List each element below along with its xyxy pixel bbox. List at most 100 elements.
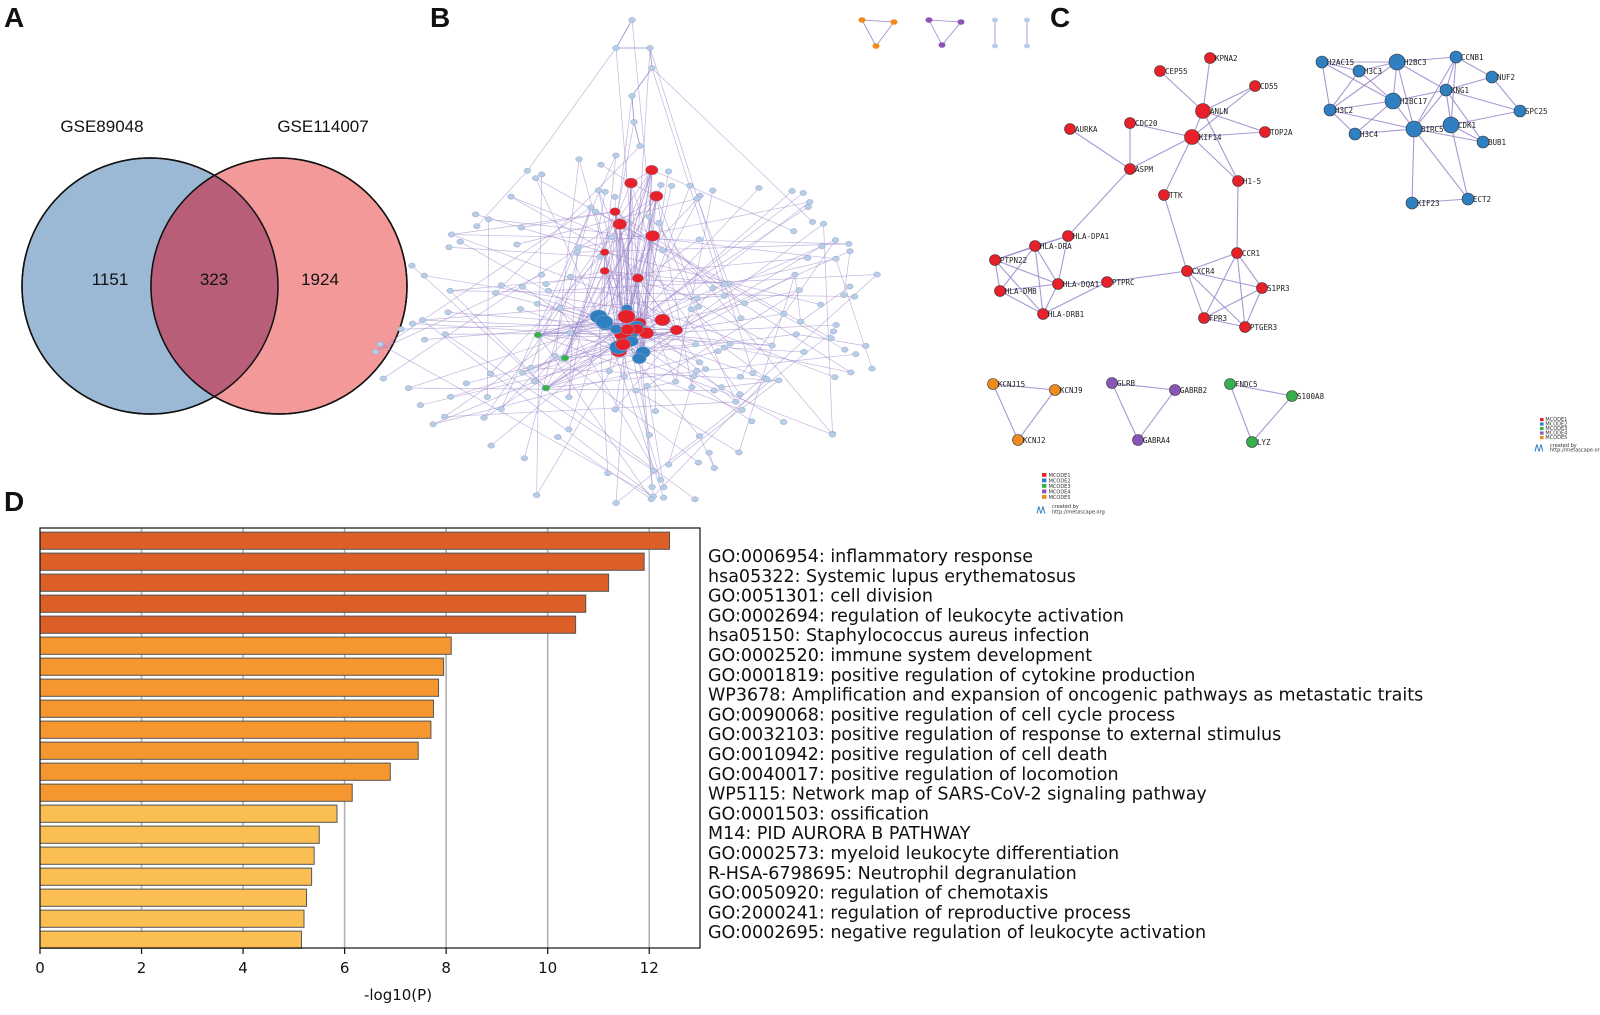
network-node [533, 300, 542, 307]
network-node [686, 182, 694, 189]
network-node [518, 283, 527, 290]
network-node [379, 375, 387, 382]
network-node [804, 204, 812, 210]
network-node [755, 185, 763, 191]
bar [39, 615, 577, 634]
network-node [632, 352, 647, 365]
cluster-node-label: H2BC17 [1400, 97, 1427, 106]
network-node [612, 500, 620, 506]
network-node [846, 283, 854, 290]
cluster-node [1052, 278, 1064, 290]
network-node [533, 331, 543, 339]
cluster-node [1256, 282, 1268, 294]
network-node [858, 17, 866, 23]
network-node [657, 182, 665, 188]
cluster-node [1449, 50, 1463, 64]
network-node [749, 370, 757, 376]
network-node [850, 293, 859, 300]
network-node [664, 461, 673, 468]
category-labels: GO:0006954: inflammatory responsehsa0532… [708, 547, 1423, 943]
network-node [819, 220, 828, 227]
network-node [612, 152, 620, 159]
x-tick-label: 8 [441, 959, 451, 977]
cluster-node-label: KCNJ9 [1060, 386, 1083, 395]
network-node [632, 387, 640, 394]
credit-label: created by [1052, 504, 1079, 510]
network-node [609, 324, 623, 335]
network-node [497, 282, 505, 289]
network-node [790, 228, 798, 235]
network-node [617, 309, 636, 324]
network-node [537, 271, 546, 278]
network-node [992, 43, 998, 49]
cluster-node-label: CDC20 [1135, 119, 1158, 128]
network-node [710, 387, 718, 394]
network-node [690, 373, 698, 380]
cluster-node [1169, 384, 1181, 396]
cluster-node [1476, 135, 1490, 149]
network-node [462, 380, 471, 387]
legend-label: MCODE3 [1545, 426, 1567, 432]
venn-set-right-label: GSE114007 [277, 117, 368, 136]
network-node [668, 182, 676, 189]
network-node [720, 293, 728, 299]
cluster-node [1204, 52, 1216, 64]
cluster-node [989, 254, 1001, 266]
bars [39, 531, 671, 949]
legend-swatch [1042, 495, 1047, 499]
network-node [735, 449, 743, 456]
network-node [624, 177, 638, 189]
panel-label-d: D [4, 486, 25, 517]
metascape-logo-icon: ʍ [1534, 440, 1544, 454]
cluster-node-label: ANLN [1210, 107, 1228, 116]
cluster-node-label: KNG1 [1451, 86, 1469, 95]
network-node [701, 366, 710, 372]
legend-label: MCODE1 [1545, 417, 1567, 423]
x-tick-label: 12 [640, 959, 659, 977]
cluster-node [1062, 230, 1074, 242]
network-node [649, 467, 658, 474]
cluster-node-label: CEP55 [1165, 67, 1188, 76]
bar [39, 888, 308, 907]
bar [39, 783, 353, 802]
network-node [575, 156, 583, 163]
bar [39, 636, 452, 655]
network-node [1024, 43, 1030, 49]
network-node [693, 195, 702, 202]
network-node [832, 322, 840, 328]
network-node [827, 335, 835, 341]
category-label: WP5115: Network map of SARS-CoV-2 signal… [708, 785, 1207, 805]
cluster-node [1037, 308, 1049, 320]
network-node [688, 384, 696, 390]
network-node [862, 343, 870, 349]
cluster-node [1513, 104, 1527, 118]
category-label: GO:0006954: inflammatory response [708, 547, 1033, 567]
network-node [654, 313, 671, 327]
cluster-node-label: H1-5 [1243, 177, 1261, 186]
network-node [542, 281, 550, 287]
cluster-node [987, 378, 999, 390]
network-node [669, 324, 684, 336]
cluster-node-label: ASPM [1135, 165, 1154, 174]
network-node [740, 300, 749, 307]
category-label: GO:0051301: cell division [708, 587, 933, 607]
network-node [938, 42, 946, 48]
x-tick-label: 6 [340, 959, 350, 977]
credit-url: http://metascape.org [1550, 447, 1600, 453]
category-label: R-HSA-6798695: Neutrophil degranulation [708, 864, 1077, 884]
network-node [992, 17, 998, 23]
cluster-node-label: GLRB [1117, 379, 1136, 388]
network-node [446, 287, 454, 294]
network-node [611, 194, 619, 200]
category-label: GO:0010942: positive regulation of cell … [708, 745, 1108, 765]
network-node [416, 402, 425, 408]
network-node [632, 273, 644, 283]
network-node [780, 311, 788, 317]
cluster-node-label: CD55 [1260, 82, 1278, 91]
legend-label: MCODE1 [1049, 473, 1071, 479]
network-node [612, 218, 628, 230]
category-label: hsa05322: Systemic lupus erythematosus [708, 567, 1076, 587]
